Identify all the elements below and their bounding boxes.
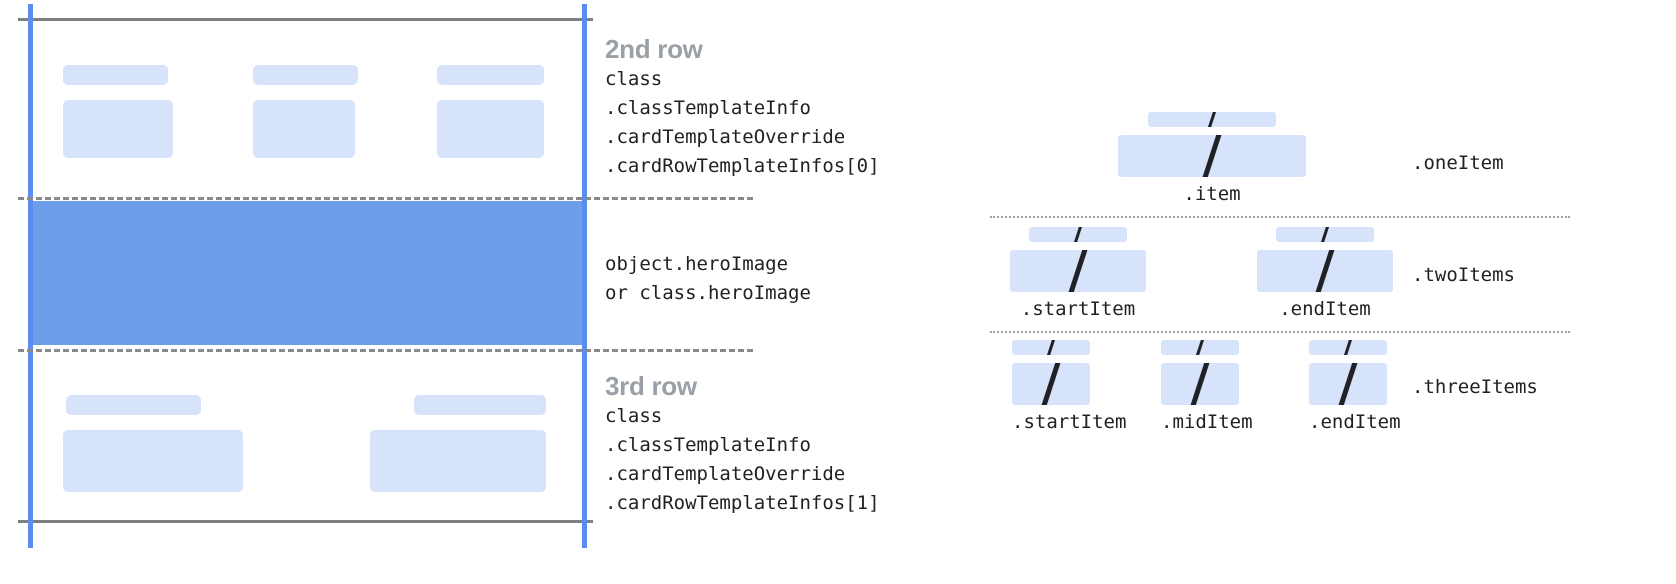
item-cell-end-item: .endItem <box>1257 227 1393 320</box>
item-caption: .midItem <box>1161 411 1253 433</box>
item-caption: .endItem <box>1279 298 1371 320</box>
item-cell-item: .item <box>1118 112 1306 205</box>
item-caption: .endItem <box>1309 411 1401 433</box>
variant-divider-two-three <box>990 331 1570 333</box>
item-variants-diagram: .item .oneItem .startItem <box>960 0 1676 584</box>
variant-label-one-item: .oneItem <box>1412 152 1504 174</box>
hero-image-band <box>33 201 582 345</box>
item-caption: .item <box>1183 183 1241 205</box>
card-right-guide <box>582 4 587 548</box>
slash-icon <box>1046 340 1056 355</box>
card-bottom-border <box>18 520 593 523</box>
item-value-bar <box>1010 250 1146 292</box>
annotation-second-row-heading: 2nd row <box>605 34 703 64</box>
item-label-bar <box>1276 227 1374 242</box>
row2-label-placeholder-3 <box>437 65 544 85</box>
row2-value-placeholder-2 <box>253 100 355 158</box>
slash-icon <box>1189 363 1211 405</box>
annotation-third-row: 3rd row class .classTemplateInfo .cardTe… <box>605 370 880 518</box>
row-divider-lower <box>18 349 753 352</box>
annotation-third-row-code: class .classTemplateInfo .cardTemplateOv… <box>605 405 880 514</box>
annotation-hero-image: object.heroImage or class.heroImage <box>605 250 811 308</box>
item-value-bar <box>1161 363 1239 405</box>
item-cell-end-item: .endItem <box>1309 340 1401 433</box>
item-cell-start-item: .startItem <box>1010 227 1146 320</box>
row2-label-placeholder-2 <box>253 65 358 85</box>
slash-icon <box>1040 363 1062 405</box>
item-value-bar <box>1118 135 1306 177</box>
item-caption: .startItem <box>1012 411 1127 433</box>
card-left-guide <box>28 4 33 548</box>
row2-label-placeholder-1 <box>63 65 168 85</box>
slash-icon <box>1314 250 1336 292</box>
row-divider-upper <box>18 197 753 200</box>
slash-icon <box>1343 340 1353 355</box>
annotation-second-row: 2nd row class .classTemplateInfo .cardTe… <box>605 33 880 181</box>
slash-icon <box>1320 227 1330 242</box>
annotation-third-row-heading: 3rd row <box>605 371 697 401</box>
row3-label-placeholder-2 <box>414 395 546 415</box>
card-anatomy-diagram <box>0 0 753 584</box>
item-cell-start-item: .startItem <box>1012 340 1127 433</box>
card-top-border <box>18 18 593 21</box>
slash-icon <box>1201 135 1223 177</box>
item-value-bar <box>1012 363 1090 405</box>
annotation-second-row-code: class .classTemplateInfo .cardTemplateOv… <box>605 68 880 177</box>
item-value-bar <box>1257 250 1393 292</box>
row3-value-placeholder-1 <box>63 430 243 492</box>
variant-divider-one-two <box>990 216 1570 218</box>
item-label-bar <box>1012 340 1090 355</box>
variant-label-two-items: .twoItems <box>1412 264 1515 286</box>
item-label-bar <box>1148 112 1276 127</box>
row3-label-placeholder-1 <box>66 395 201 415</box>
item-label-bar <box>1309 340 1387 355</box>
slash-icon <box>1207 112 1217 127</box>
item-value-bar <box>1309 363 1387 405</box>
slash-icon <box>1195 340 1205 355</box>
item-cell-mid-item: .midItem <box>1161 340 1253 433</box>
annotation-hero-image-code: object.heroImage or class.heroImage <box>605 253 811 304</box>
row2-value-placeholder-3 <box>437 100 544 158</box>
row3-value-placeholder-2 <box>370 430 546 492</box>
variant-label-three-items: .threeItems <box>1412 376 1538 398</box>
row2-value-placeholder-1 <box>63 100 173 158</box>
slash-icon <box>1337 363 1359 405</box>
slash-icon <box>1067 250 1089 292</box>
item-label-bar <box>1029 227 1127 242</box>
slash-icon <box>1073 227 1083 242</box>
item-label-bar <box>1161 340 1239 355</box>
item-caption: .startItem <box>1020 298 1136 320</box>
